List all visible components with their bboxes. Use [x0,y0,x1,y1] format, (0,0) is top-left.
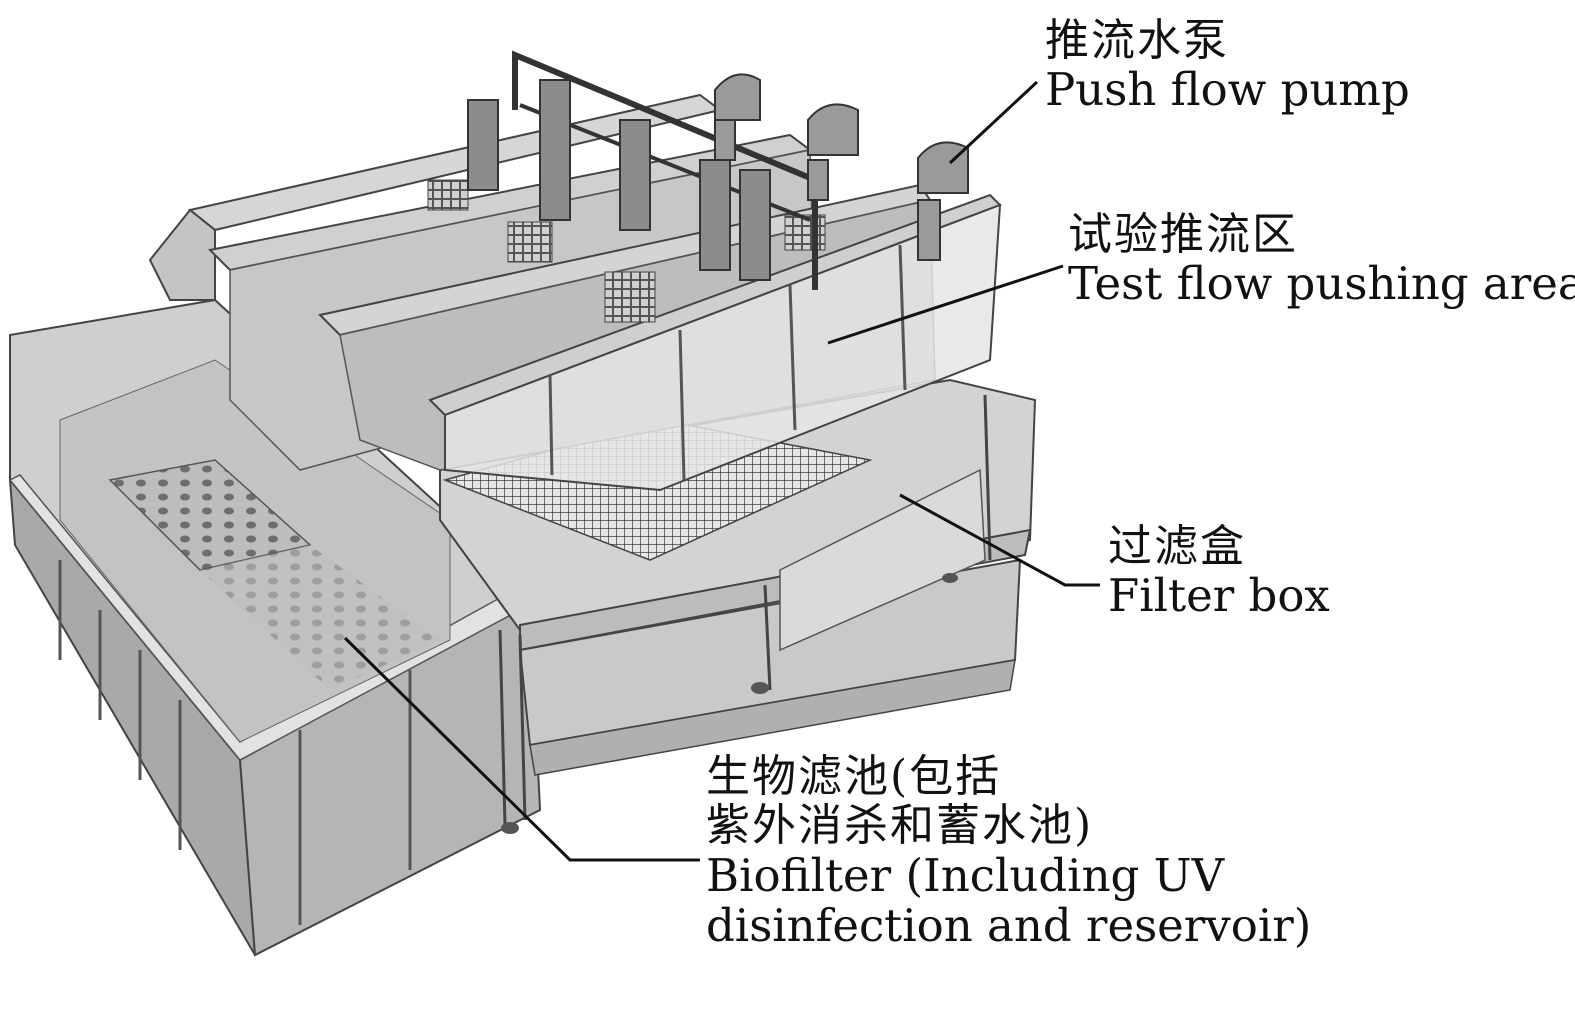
biofilter-label-en-2: disinfection and reservoir) [706,898,1312,952]
filter-box-label-zh: 过滤盒 [1108,521,1246,572]
test-area-label-zh: 试验推流区 [1068,209,1298,260]
test-area-label-en: Test flow pushing area [1068,257,1575,311]
filter-box-label-en: Filter box [1108,569,1330,623]
filter-box-label: 过滤盒 Filter box [1108,522,1330,622]
biofilter-label-zh-1: 生物滤池(包括 [706,751,1002,802]
flow-channels [148,93,1002,492]
biofilter-label-en-1: Biofilter (Including UV [706,848,1225,902]
pump-label: 推流水泵 Push flow pump [1045,16,1410,116]
test-area-label: 试验推流区 Test flow pushing area [1068,210,1575,310]
biofilter-label: 生物滤池(包括 紫外消杀和蓄水池) Biofilter (Including U… [706,752,1311,951]
leader-lines [343,80,1100,862]
biofilter-label-zh-2: 紫外消杀和蓄水池) [706,800,1094,852]
pump-label-zh: 推流水泵 [1045,15,1229,66]
pump-assembly [467,50,969,290]
pump-label-en: Push flow pump [1045,63,1410,117]
